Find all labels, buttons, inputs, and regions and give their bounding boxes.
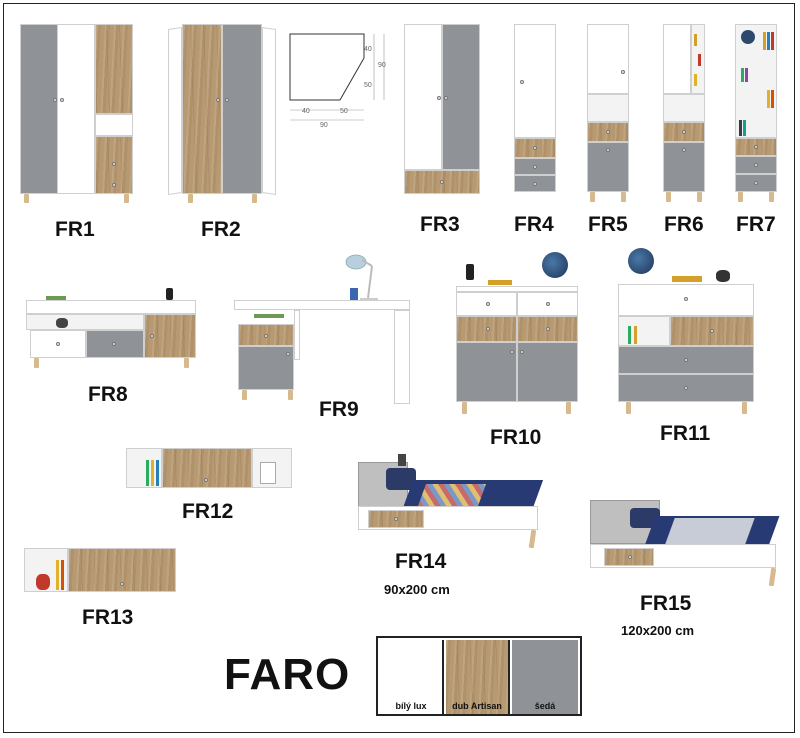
product-fr4-image[interactable] bbox=[514, 24, 556, 196]
dim-90-bottom: 90 bbox=[320, 122, 328, 129]
product-label-fr10: FR10 bbox=[490, 426, 542, 449]
product-label-fr12: FR12 bbox=[182, 500, 234, 523]
product-fr12-image[interactable] bbox=[126, 448, 292, 490]
product-label-fr4: FR4 bbox=[514, 213, 554, 236]
product-label-fr3: FR3 bbox=[420, 213, 460, 236]
bed-size-fr15: 120x200 cm bbox=[621, 623, 695, 638]
dim-90-right: 90 bbox=[378, 62, 386, 69]
dim-40-bottom: 40 bbox=[302, 108, 310, 115]
brand-title: FARO bbox=[224, 650, 351, 699]
product-label-fr14: FR14 bbox=[395, 550, 447, 573]
product-fr14-image[interactable] bbox=[358, 450, 544, 554]
product-label-fr2: FR2 bbox=[201, 218, 241, 241]
swatch-label-oak: dub Artisan bbox=[452, 701, 502, 711]
dim-50-bottom: 50 bbox=[340, 108, 348, 115]
product-fr6-image[interactable] bbox=[663, 24, 705, 204]
product-label-fr8: FR8 bbox=[88, 383, 128, 406]
swatch-white[interactable]: bílý lux bbox=[380, 640, 444, 714]
product-label-fr13: FR13 bbox=[82, 606, 134, 629]
dim-40-right: 40 bbox=[364, 46, 372, 53]
product-fr13-image[interactable] bbox=[24, 548, 176, 594]
product-fr5-image[interactable] bbox=[587, 24, 629, 204]
product-fr11-image[interactable] bbox=[618, 246, 754, 416]
product-fr1-image[interactable] bbox=[20, 24, 134, 204]
product-label-fr9: FR9 bbox=[319, 398, 359, 421]
product-fr3-image[interactable] bbox=[404, 24, 480, 196]
product-label-fr15: FR15 bbox=[640, 592, 692, 615]
product-label-fr6: FR6 bbox=[664, 213, 704, 236]
product-fr8-image[interactable] bbox=[26, 286, 196, 372]
swatch-grey[interactable]: šedá bbox=[512, 640, 578, 714]
corner-dimension-diagram bbox=[289, 33, 385, 121]
product-fr2-image[interactable] bbox=[168, 24, 276, 204]
swatch-label-white: bílý lux bbox=[395, 701, 427, 711]
product-fr15-image[interactable] bbox=[590, 496, 780, 600]
bed-size-fr14: 90x200 cm bbox=[384, 582, 450, 597]
product-label-fr1: FR1 bbox=[55, 218, 95, 241]
swatch-oak[interactable]: dub Artisan bbox=[446, 640, 510, 714]
product-fr7-image[interactable] bbox=[735, 24, 777, 204]
product-fr10-image[interactable] bbox=[456, 250, 578, 422]
dim-50-right: 50 bbox=[364, 82, 372, 89]
product-label-fr5: FR5 bbox=[588, 213, 628, 236]
product-label-fr7: FR7 bbox=[736, 213, 776, 236]
color-swatch-legend: bílý lux dub Artisan šedá bbox=[376, 636, 582, 716]
product-fr9-image[interactable] bbox=[234, 248, 410, 408]
swatch-label-grey: šedá bbox=[534, 701, 556, 711]
product-label-fr11: FR11 bbox=[660, 422, 711, 445]
